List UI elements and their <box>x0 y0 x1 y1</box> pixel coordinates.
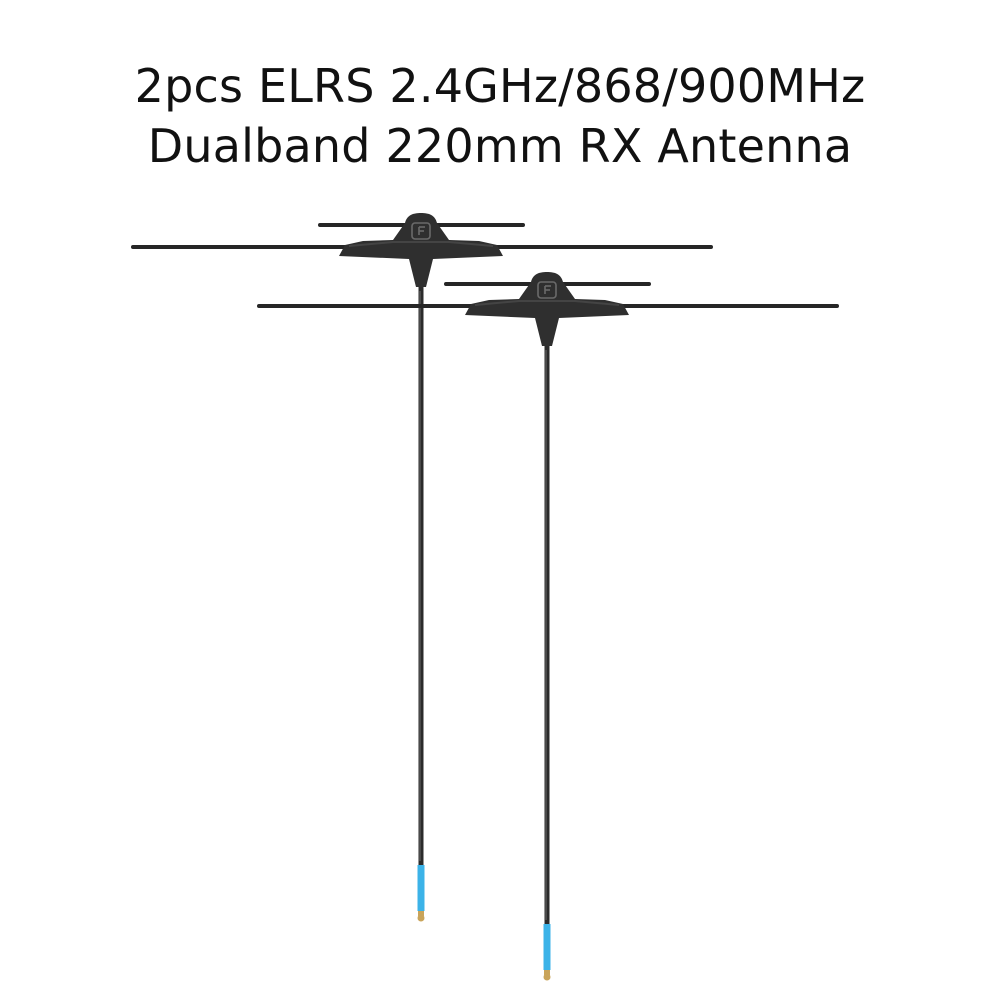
flywoo-logo-icon <box>411 222 431 240</box>
flywoo-logo-icon <box>537 281 557 299</box>
product-title: 2pcs ELRS 2.4GHz/868/900MHz Dualband 220… <box>0 56 1000 176</box>
antenna-2 <box>259 272 837 981</box>
title-line-2: Dualband 220mm RX Antenna <box>147 119 853 173</box>
title-line-1: 2pcs ELRS 2.4GHz/868/900MHz <box>134 59 866 113</box>
antenna-1 <box>133 213 711 922</box>
